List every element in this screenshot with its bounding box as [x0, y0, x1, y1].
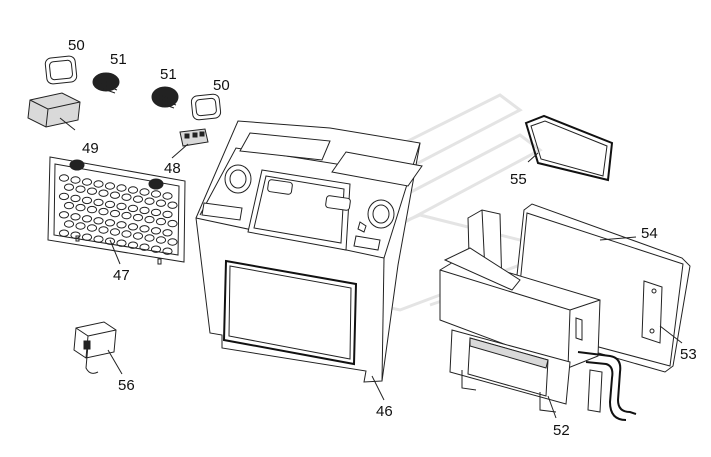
- part-52-heater-unit: [439, 209, 637, 421]
- part-46-main-console: [195, 120, 423, 383]
- grille-cell: [132, 213, 144, 222]
- grille-cell: [93, 235, 104, 243]
- part-56-sensor-box: [73, 321, 117, 374]
- grille-cell: [127, 241, 139, 249]
- grille-cell: [116, 184, 127, 192]
- label-53: 53: [680, 346, 697, 363]
- part-50-cover-left: [44, 55, 78, 85]
- grille-cell: [70, 176, 81, 184]
- label-49: 49: [82, 140, 99, 157]
- grille-cell: [109, 191, 121, 199]
- grille-cell: [104, 219, 116, 227]
- grille-cell: [109, 228, 121, 236]
- grille-cell: [139, 188, 150, 196]
- grille-cell: [81, 233, 93, 241]
- grille-cell: [144, 215, 155, 224]
- grille-cell: [104, 237, 116, 245]
- grille-cell: [93, 217, 104, 225]
- grille-cell: [162, 210, 173, 219]
- grille-cell: [70, 194, 81, 203]
- grille-cell: [150, 208, 162, 217]
- grille-cell: [58, 229, 70, 237]
- grille-cell: [121, 193, 132, 201]
- part-47-grille-panel: [47, 156, 186, 265]
- grille-cell: [104, 182, 116, 190]
- label-46: 46: [376, 403, 393, 420]
- grille-cell: [167, 219, 178, 228]
- grille-cell: [98, 226, 109, 234]
- label-50-right: 50: [213, 77, 230, 94]
- leader-lines: [59, 117, 683, 419]
- grille-cell: [121, 230, 132, 238]
- grille-cell: [167, 238, 178, 246]
- grille-cell: [150, 190, 162, 198]
- grille-cell: [70, 213, 81, 221]
- grille-cell: [127, 186, 139, 194]
- label-51-right: 51: [160, 66, 177, 83]
- grille-cell: [155, 199, 167, 207]
- grille-cell: [116, 239, 127, 247]
- grille-cell: [162, 229, 173, 237]
- grille-cell: [144, 234, 155, 242]
- grille-cell: [81, 178, 93, 186]
- label-50-left: 50: [68, 37, 85, 54]
- grille-cell: [139, 206, 150, 215]
- grille-cell: [144, 197, 155, 205]
- part-55-gasket-frame: [524, 114, 614, 182]
- grille-cell: [58, 211, 70, 219]
- grille-cell: [162, 247, 173, 255]
- grille-cell: [127, 204, 139, 213]
- grille-cell: [132, 232, 144, 240]
- label-48: 48: [164, 160, 181, 177]
- grille-cell: [75, 222, 86, 230]
- grille-cell: [121, 211, 132, 220]
- grille-cell: [139, 225, 150, 233]
- part-51-knob-right: [151, 86, 179, 109]
- grille-cell: [150, 227, 162, 235]
- grille-cell: [127, 223, 139, 231]
- grille-cell: [58, 192, 70, 201]
- grille-cell: [109, 209, 121, 218]
- grille-cell: [155, 236, 167, 244]
- label-52: 52: [553, 422, 570, 439]
- label-51-left: 51: [110, 51, 127, 68]
- part-50-cover-right: [190, 93, 222, 121]
- grille-cell: [86, 187, 98, 195]
- grille-cell: [93, 198, 104, 207]
- part-49-box: [27, 92, 81, 128]
- grille-cell: [81, 215, 93, 223]
- grille-cell: [116, 221, 127, 229]
- grille-cell: [75, 203, 86, 212]
- grille-cell: [104, 200, 116, 209]
- label-54: 54: [641, 225, 658, 242]
- grille-cell: [58, 174, 70, 182]
- part-48-switch-block: [179, 128, 209, 147]
- grille-cell: [81, 196, 93, 205]
- grille-cell: [98, 207, 109, 216]
- grille-cell: [63, 201, 75, 210]
- part-51-knob-left: [92, 72, 120, 94]
- grille-cell: [86, 205, 98, 214]
- grille-cell: [75, 185, 86, 193]
- grille-cell: [132, 195, 144, 203]
- label-55: 55: [510, 171, 527, 188]
- label-47: 47: [113, 267, 130, 284]
- callout-labels: 50 51 51 50 49 48 47 55 54 53 52 46 56: [68, 37, 697, 439]
- grille-cell: [116, 202, 127, 211]
- grille-cell: [98, 189, 109, 197]
- grille-cell: [93, 180, 104, 188]
- grille-cell: [150, 245, 162, 253]
- grille-cell: [139, 243, 150, 251]
- part-53-bracket: [641, 280, 663, 344]
- grille-cell: [155, 217, 167, 226]
- grille-cell: [86, 224, 98, 232]
- grille-cell: [167, 201, 178, 209]
- grille-cell: [162, 192, 173, 200]
- grille-cell: [63, 183, 75, 191]
- label-56: 56: [118, 377, 135, 394]
- grille-cell: [63, 220, 75, 228]
